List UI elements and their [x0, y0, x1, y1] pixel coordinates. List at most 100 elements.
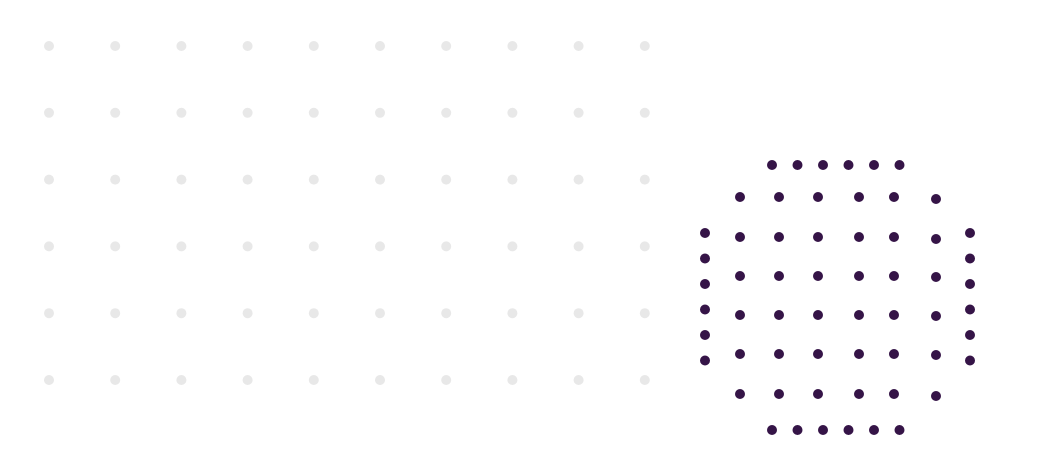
purple-dot	[965, 330, 975, 340]
purple-dot	[774, 389, 784, 399]
purple-dot	[854, 192, 864, 202]
grey-dot	[507, 41, 518, 51]
grey-dot	[441, 308, 452, 319]
grey-dot	[441, 107, 452, 118]
purple-dot-cluster	[700, 160, 975, 435]
grey-dot	[573, 107, 584, 118]
grey-dot	[573, 241, 584, 252]
grey-dot	[375, 308, 385, 319]
grey-dot	[44, 308, 54, 319]
purple-dot	[889, 232, 899, 242]
purple-dot	[813, 349, 823, 359]
grey-dot	[639, 308, 650, 319]
grey-dot	[44, 107, 54, 118]
grey-dot	[441, 41, 452, 51]
grey-dot	[573, 308, 584, 319]
grey-dot	[507, 375, 518, 385]
purple-dot	[774, 192, 784, 202]
purple-dot	[854, 349, 864, 359]
grey-dot	[308, 107, 319, 118]
purple-dot	[965, 304, 975, 315]
grey-dot	[176, 41, 187, 51]
grey-dot	[507, 241, 518, 252]
purple-dot	[869, 425, 879, 435]
purple-dot	[854, 389, 864, 399]
grey-dot	[507, 308, 518, 319]
grey-dot	[639, 107, 650, 118]
grey-dot	[110, 241, 121, 252]
grey-dot	[242, 375, 253, 385]
purple-dot	[700, 304, 710, 315]
purple-dot	[792, 160, 803, 170]
grey-dot	[308, 241, 319, 252]
grey-dot	[176, 241, 187, 252]
purple-dot	[700, 355, 710, 366]
purple-dot	[889, 310, 899, 320]
purple-dot	[792, 425, 803, 435]
grey-dot	[573, 174, 584, 185]
purple-dot	[774, 310, 784, 320]
purple-dot	[931, 350, 941, 360]
grey-dot	[441, 241, 452, 252]
purple-dot	[735, 271, 745, 281]
purple-dot	[894, 160, 905, 170]
grey-dot	[573, 41, 584, 51]
grey-dot	[375, 41, 385, 51]
grey-dot	[639, 375, 650, 385]
purple-dot	[813, 271, 823, 281]
grey-dot	[110, 308, 121, 319]
purple-dot	[767, 160, 777, 170]
purple-dot	[889, 349, 899, 359]
grey-dot	[441, 375, 452, 385]
purple-dot	[700, 253, 710, 264]
purple-dot	[813, 310, 823, 320]
grey-dot	[375, 107, 385, 118]
purple-dot	[818, 160, 828, 170]
purple-dot	[843, 425, 854, 435]
purple-dot	[889, 271, 899, 281]
grey-dot	[44, 41, 54, 51]
purple-dot	[774, 232, 784, 242]
purple-dot	[700, 279, 710, 289]
grey-dot	[639, 41, 650, 51]
purple-dot	[735, 192, 745, 202]
purple-dot	[931, 391, 941, 401]
purple-dot	[889, 192, 899, 202]
grey-dot-grid	[44, 41, 650, 385]
purple-dot	[931, 311, 941, 321]
grey-dot	[639, 174, 650, 185]
grey-dot	[308, 308, 319, 319]
purple-dot	[735, 349, 745, 359]
purple-dot	[700, 228, 710, 238]
grey-dot	[110, 107, 121, 118]
grey-dot	[242, 308, 253, 319]
grey-dot	[639, 241, 650, 252]
grey-dot	[176, 375, 187, 385]
purple-dot	[931, 234, 941, 244]
purple-dot	[813, 389, 823, 399]
grey-dot	[242, 174, 253, 185]
purple-dot	[854, 310, 864, 320]
purple-dot	[735, 232, 745, 242]
grey-dot	[176, 308, 187, 319]
grey-dot	[44, 375, 54, 385]
purple-dot	[965, 253, 975, 264]
purple-dot	[700, 330, 710, 340]
purple-dot	[931, 272, 941, 282]
purple-dot	[854, 232, 864, 242]
grey-dot	[242, 107, 253, 118]
purple-dot	[735, 389, 745, 399]
purple-dot	[774, 271, 784, 281]
purple-dot	[813, 232, 823, 242]
grey-dot	[375, 174, 385, 185]
grey-dot	[110, 375, 121, 385]
grey-dot	[375, 375, 385, 385]
grey-dot	[507, 107, 518, 118]
grey-dot	[44, 241, 54, 252]
purple-dot	[735, 310, 745, 320]
purple-dot	[931, 194, 941, 204]
purple-dot	[854, 271, 864, 281]
grey-dot	[441, 174, 452, 185]
grey-dot	[375, 241, 385, 252]
